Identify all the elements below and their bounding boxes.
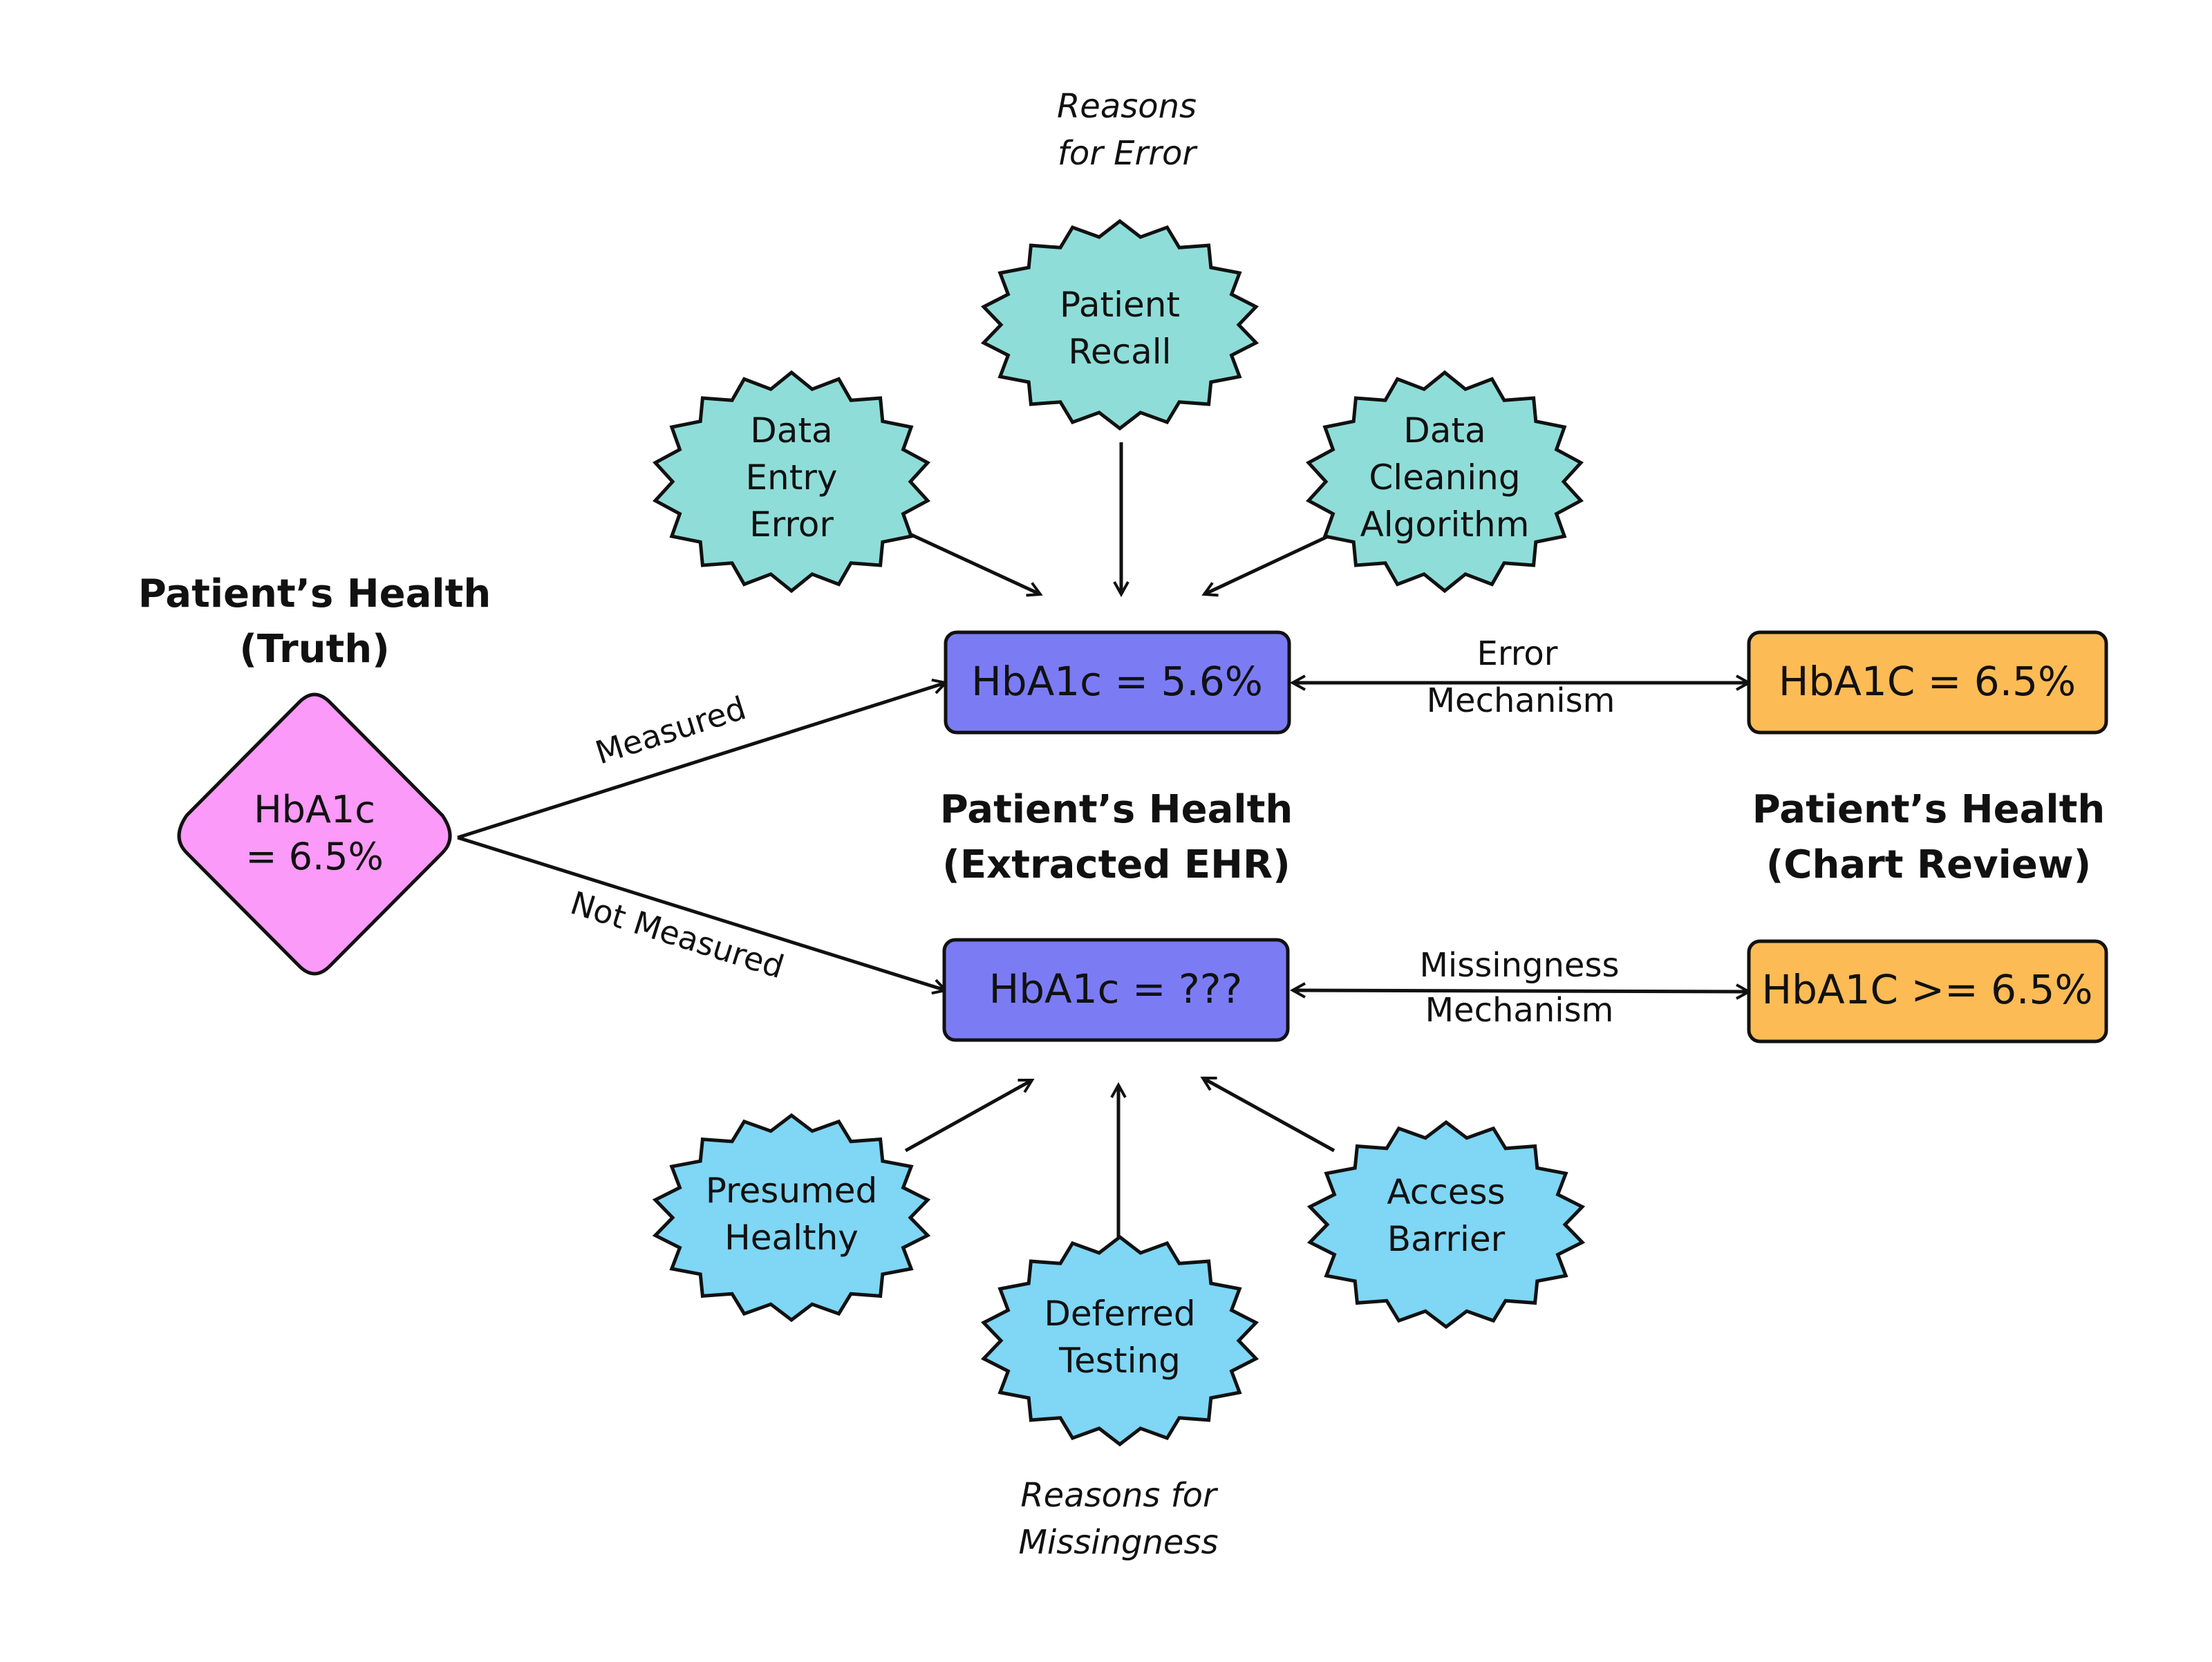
data-entry-error-arrow <box>904 530 1040 594</box>
missingness-mechanism-label-2: Mechanism <box>1425 991 1614 1030</box>
burst-shape <box>980 218 1259 431</box>
burst-shape <box>1306 1120 1586 1330</box>
reason-patient-recall: Patient Recall <box>980 218 1259 431</box>
missingness-reason-bursts: Presumed Healthy Deferred Testing Access… <box>652 1113 1586 1447</box>
burst-line: Algorithm <box>1360 504 1530 545</box>
not-measured-label: Not Measured <box>566 884 788 985</box>
burst-shape <box>652 370 931 594</box>
data-cleaning-algorithm-arrow <box>1204 531 1335 594</box>
ehr-title-line-2: (Extracted EHR) <box>942 842 1291 887</box>
burst-line: Testing <box>1058 1341 1181 1381</box>
measured-arrow <box>457 683 946 840</box>
missingness-mechanism-label-1: Missingness <box>1420 946 1620 985</box>
ehr-measured-value: HbA1c = 5.6% <box>971 658 1263 705</box>
truth-diamond <box>177 692 452 976</box>
ehr-missing-box <box>942 938 1290 1042</box>
error-reasons-heading-line-1: Reasons <box>1057 87 1197 126</box>
truth-title-line-2: (Truth) <box>239 627 389 672</box>
burst-shape <box>1305 370 1584 594</box>
missingness-reasons-heading-line-2: Missingness <box>1019 1523 1219 1562</box>
chart-review-measured-value: HbA1C = 6.5% <box>1779 658 2076 705</box>
reason-deferred-testing: Deferred Testing <box>980 1234 1259 1447</box>
truth-title-line-1: Patient’s Health <box>138 572 491 616</box>
truth-node-line-2: = 6.5% <box>245 835 384 878</box>
chart-review-missing-value: HbA1C >= 6.5% <box>1762 966 2093 1013</box>
measured-label: Measured <box>591 689 751 771</box>
ehr-measured-box <box>944 630 1291 735</box>
missingness-reasons-heading-line-1: Reasons for <box>1020 1476 1219 1515</box>
burst-line: Data <box>750 410 832 451</box>
burst-shape <box>652 1113 931 1323</box>
reason-data-entry-error: Data Entry Error <box>652 370 931 594</box>
burst-line: Error <box>749 504 834 545</box>
burst-shape <box>980 1234 1259 1447</box>
reason-data-cleaning-algorithm: Data Cleaning Algorithm <box>1305 370 1584 594</box>
chart-review-measured-box <box>1747 630 2108 735</box>
burst-line: Data <box>1403 410 1485 451</box>
burst-line: Healthy <box>724 1218 859 1258</box>
burst-line: Barrier <box>1387 1219 1506 1259</box>
chart-review-missing-box <box>1747 939 2108 1044</box>
burst-line: Patient <box>1060 285 1180 325</box>
error-reasons-heading-line-2: for Error <box>1058 134 1198 173</box>
reason-access-barrier: Access Barrier <box>1306 1120 1586 1330</box>
error-mechanism-label-2: Mechanism <box>1427 681 1615 720</box>
burst-line: Deferred <box>1044 1294 1195 1334</box>
not-measured-arrow <box>457 835 946 990</box>
reason-presumed-healthy: Presumed Healthy <box>652 1113 931 1323</box>
burst-line: Cleaning <box>1369 457 1520 498</box>
missingness-mechanism-arrow <box>1293 990 1749 992</box>
burst-line: Presumed <box>706 1171 877 1211</box>
truth-node-line-1: HbA1c <box>254 788 375 831</box>
burst-line: Entry <box>745 457 837 498</box>
ehr-missing-value: HbA1c = ??? <box>989 965 1243 1012</box>
ehr-title-line-1: Patient’s Health <box>940 787 1293 832</box>
error-reason-bursts: Data Entry Error Patient Recall Data Cle… <box>652 218 1584 594</box>
chart-review-title-line-2: (Chart Review) <box>1766 842 2091 887</box>
edges <box>457 442 1749 1240</box>
access-barrier-arrow <box>1203 1076 1335 1153</box>
burst-line: Access <box>1387 1172 1505 1212</box>
burst-line: Recall <box>1068 332 1171 372</box>
presumed-healthy-arrow <box>904 1078 1032 1153</box>
chart-review-title-line-1: Patient’s Health <box>1752 787 2105 832</box>
error-mechanism-label-1: Error <box>1477 634 1558 673</box>
